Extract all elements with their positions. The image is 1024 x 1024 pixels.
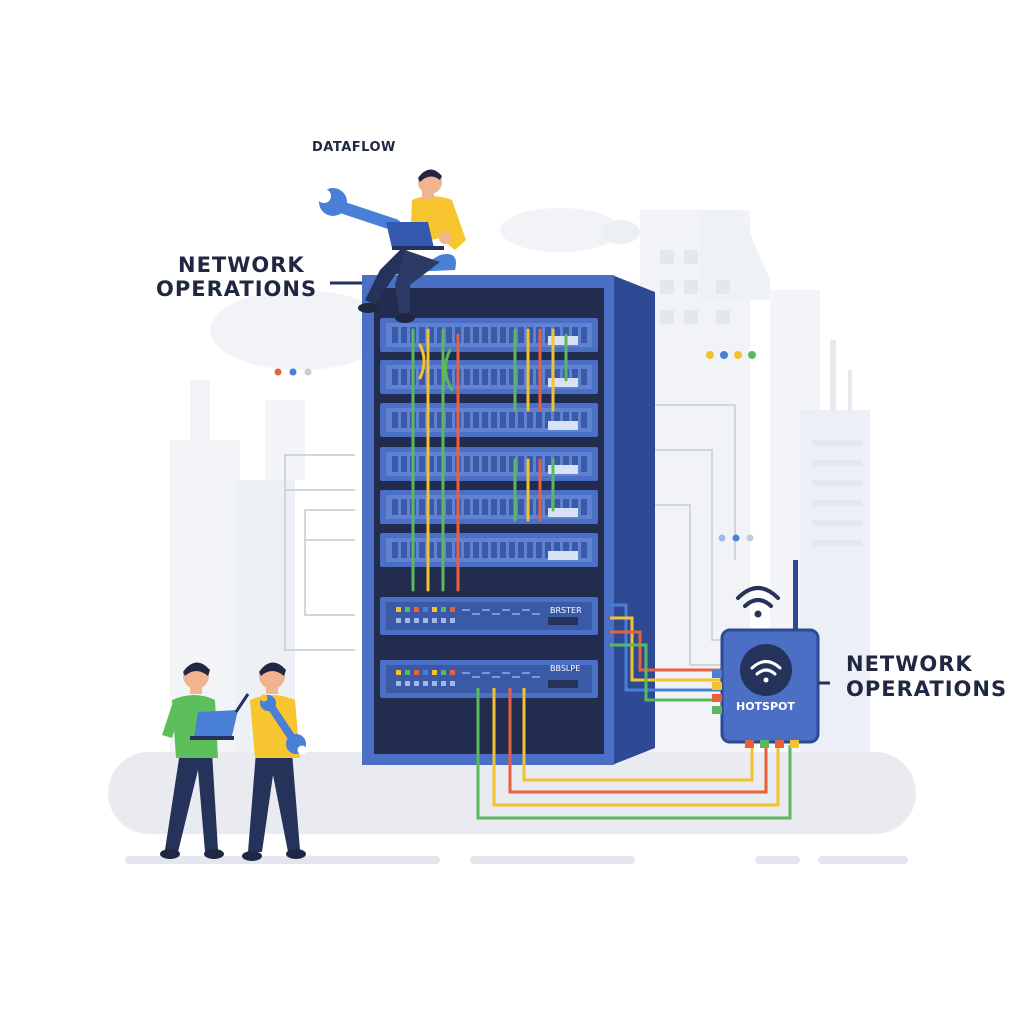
network-operations-left-line2: OPERATIONS [156, 277, 318, 301]
person-yellow [234, 662, 307, 861]
dots-left [274, 368, 312, 376]
laptop-icon [190, 710, 238, 740]
network-operations-right-line1: NETWORK [846, 652, 973, 676]
network-operations-right-line2: OPERATIONS [846, 677, 1008, 701]
dots-right-mid [718, 534, 754, 542]
rack-cables [411, 328, 568, 592]
rack-units [380, 318, 598, 698]
person-on-rack [317, 169, 466, 323]
person-green [160, 662, 238, 859]
server-unit [380, 490, 598, 524]
server-unit [380, 360, 598, 394]
switch-label-2: BBSLPE [550, 664, 581, 673]
wifi-icon [736, 586, 780, 618]
server-unit [380, 533, 598, 567]
server-unit [380, 318, 598, 352]
network-switch [380, 597, 598, 635]
hotspot-device [712, 560, 830, 748]
building-windows [660, 250, 862, 546]
laptop-icon [386, 222, 444, 250]
hotspot-label: HOTSPOT [736, 700, 795, 713]
server-unit [380, 403, 598, 437]
network-operations-left-line1: NETWORK [178, 253, 305, 277]
ground-lines [125, 856, 908, 864]
network-switch [380, 660, 598, 698]
wrench-icon [317, 188, 401, 231]
wrench-icon [260, 694, 307, 755]
outgoing-cables [476, 603, 792, 820]
connector-lines [284, 404, 736, 666]
server-unit [380, 447, 598, 481]
switch-label-1: BRSTER [550, 606, 582, 615]
hotspot-wifi-icon [750, 660, 782, 683]
dataflow-label: DATAFLOW [312, 140, 396, 155]
dots-right-top [706, 351, 756, 359]
